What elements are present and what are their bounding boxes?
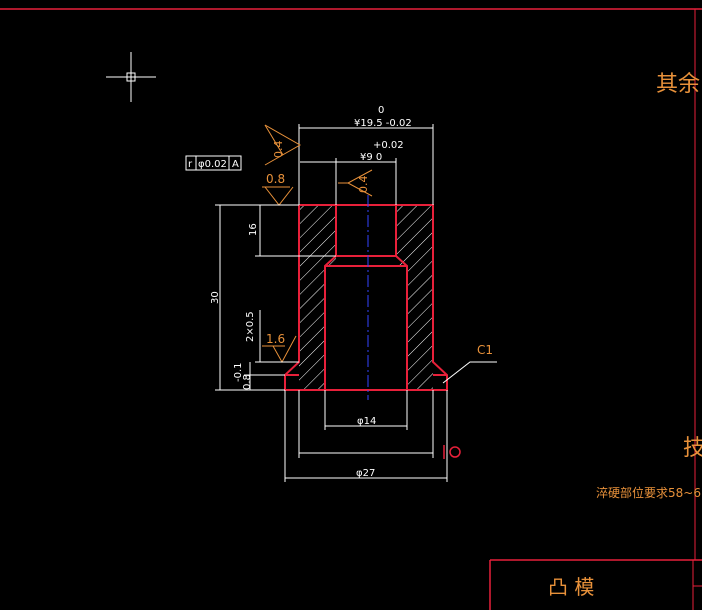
datum-marker-icon [443, 445, 461, 459]
crosshair-cursor-icon [106, 52, 156, 102]
corner-note: 其余 [656, 72, 700, 97]
dim-flange-diameter [284, 390, 448, 482]
tolerance-value: φ0.02 [198, 159, 227, 170]
roughness-symbol-3-icon [338, 169, 373, 197]
dim-bore-diameter [300, 158, 397, 205]
dim-chamfer-value: 2×0.5 [245, 311, 256, 342]
dim-flange-dia: φ27 [356, 468, 375, 479]
chamfer-leader [442, 361, 497, 384]
tech-requirement: 淬硬部位要求58~6 [596, 485, 701, 500]
dim-top-zero: 0 [378, 105, 384, 116]
dim-middle-diameter [298, 390, 434, 458]
dim-inner-dia: φ14 [357, 416, 376, 427]
dim-counterbore [255, 205, 336, 257]
tech-heading: 技 [683, 436, 702, 461]
tolerance-symbol: r [188, 159, 193, 170]
hatched-section [299, 205, 433, 390]
tolerance-frame [185, 155, 242, 171]
dim-counterbore-value: 16 [248, 223, 259, 236]
dim-chamfer [255, 310, 299, 363]
dim-height-value: 30 [210, 291, 221, 304]
roughness-value-3: 0.4 [357, 176, 370, 194]
chamfer-label: C1 [477, 343, 493, 357]
roughness-symbol-1-icon [264, 124, 302, 166]
tolerance-datum: A [232, 159, 239, 170]
dim-flange-tol: -0.1 [233, 362, 244, 382]
dim-bore-tol: +0.02 [373, 140, 404, 151]
dim-outer-diameter [298, 124, 434, 205]
dim-outer-dia: ¥19.5 -0.02 [354, 118, 412, 129]
part-name: 凸 模 [548, 575, 594, 599]
roughness-value-2: 0.8 [266, 172, 285, 186]
roughness-symbol-2-icon [262, 186, 294, 206]
dim-flange [244, 362, 285, 390]
roughness-value-1: 0.4 [272, 141, 285, 159]
title-block: 凸 模 [489, 559, 702, 610]
dim-bore-dia: ¥9 0 [360, 152, 382, 163]
roughness-value-4: 1.6 [266, 332, 285, 346]
dim-flange-h: 0.8 [242, 374, 253, 390]
dim-inner-diameter [324, 390, 408, 430]
